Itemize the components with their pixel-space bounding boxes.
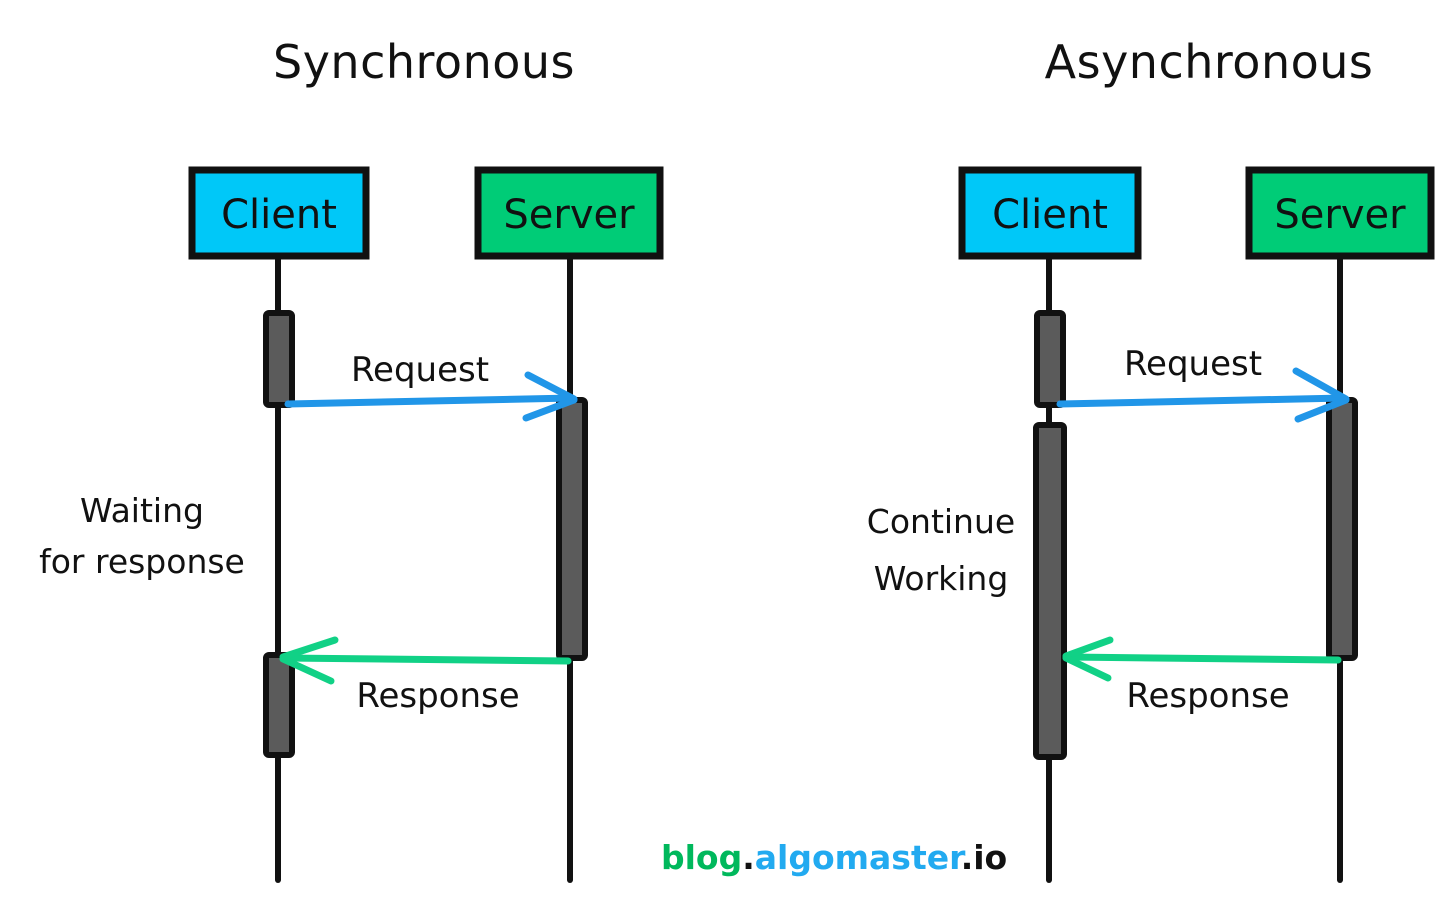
note-async-continue-line-2: Working [874,559,1009,598]
watermark-part-dot1: . [742,838,755,877]
watermark-part-io: .io [961,838,1008,877]
participant-label-async-server: Server [1274,192,1406,238]
sync-request-arrowhead-bottom [522,396,578,422]
activation-async-server [1326,397,1358,661]
server-box-rect [474,166,664,260]
note-async-continue: Continue Working [867,502,1015,598]
participant-label-async-client: Client [992,192,1108,238]
sync-request-arrowhead-top [524,371,578,403]
async-response-arrowhead-top [1062,636,1114,660]
participant-box-async-server[interactable]: Server [1245,166,1435,260]
participant-label-sync-client: Client [221,192,337,238]
note-async-continue-line-1: Continue [867,502,1015,541]
participant-box-sync-client[interactable]: Client [188,166,370,260]
message-arrow-sync-response [279,636,572,685]
message-label-async-request: Request [1124,344,1262,384]
sync-response-arrowhead-bottom [279,655,335,685]
activation-sync-client-2 [263,652,295,758]
note-sync-waiting-line-1: Waiting [80,491,204,530]
async-response-arrowhead-bottom [1062,654,1112,682]
message-label-sync-request: Request [351,350,489,390]
participant-label-sync-server: Server [503,192,635,238]
panel-synchronous: Synchronous Client Server [39,35,664,883]
note-sync-waiting-line-2: for response [39,542,245,581]
panel-asynchronous: Asynchronous Client Server [867,35,1435,883]
activation-async-client-1 [1034,310,1066,408]
watermark-part-blog: blog [661,838,742,877]
async-response-line [1064,653,1342,664]
message-label-sync-response: Response [356,676,519,716]
watermark: blog.algomaster.io [661,838,1007,877]
panel-title-synchronous: Synchronous [273,35,575,89]
watermark-part-algomaster: algomaster [755,838,966,877]
sync-request-line [284,394,576,408]
message-arrow-async-request [1056,367,1350,423]
activation-sync-client-1 [263,310,295,408]
activation-async-client-2 [1033,422,1067,760]
message-label-async-response: Response [1126,676,1289,716]
client-box-rect [958,166,1142,260]
participant-box-async-client[interactable]: Client [958,166,1142,260]
watermark-text: blog.algomaster.io [661,838,1007,877]
panel-title-asynchronous: Asynchronous [1045,35,1374,89]
async-request-arrowhead-top [1292,367,1350,403]
message-arrow-async-response [1062,636,1342,682]
sync-response-arrowhead-top [279,636,339,661]
activation-sync-server [556,397,588,661]
participant-box-sync-server[interactable]: Server [474,166,664,260]
note-sync-waiting: Waiting for response [39,491,245,581]
message-arrow-sync-request [284,371,578,422]
async-request-arrowhead-bottom [1294,396,1350,423]
async-request-line [1056,394,1348,408]
sync-response-line [280,654,572,665]
client-box-rect [188,166,370,260]
server-box-rect [1245,166,1435,260]
